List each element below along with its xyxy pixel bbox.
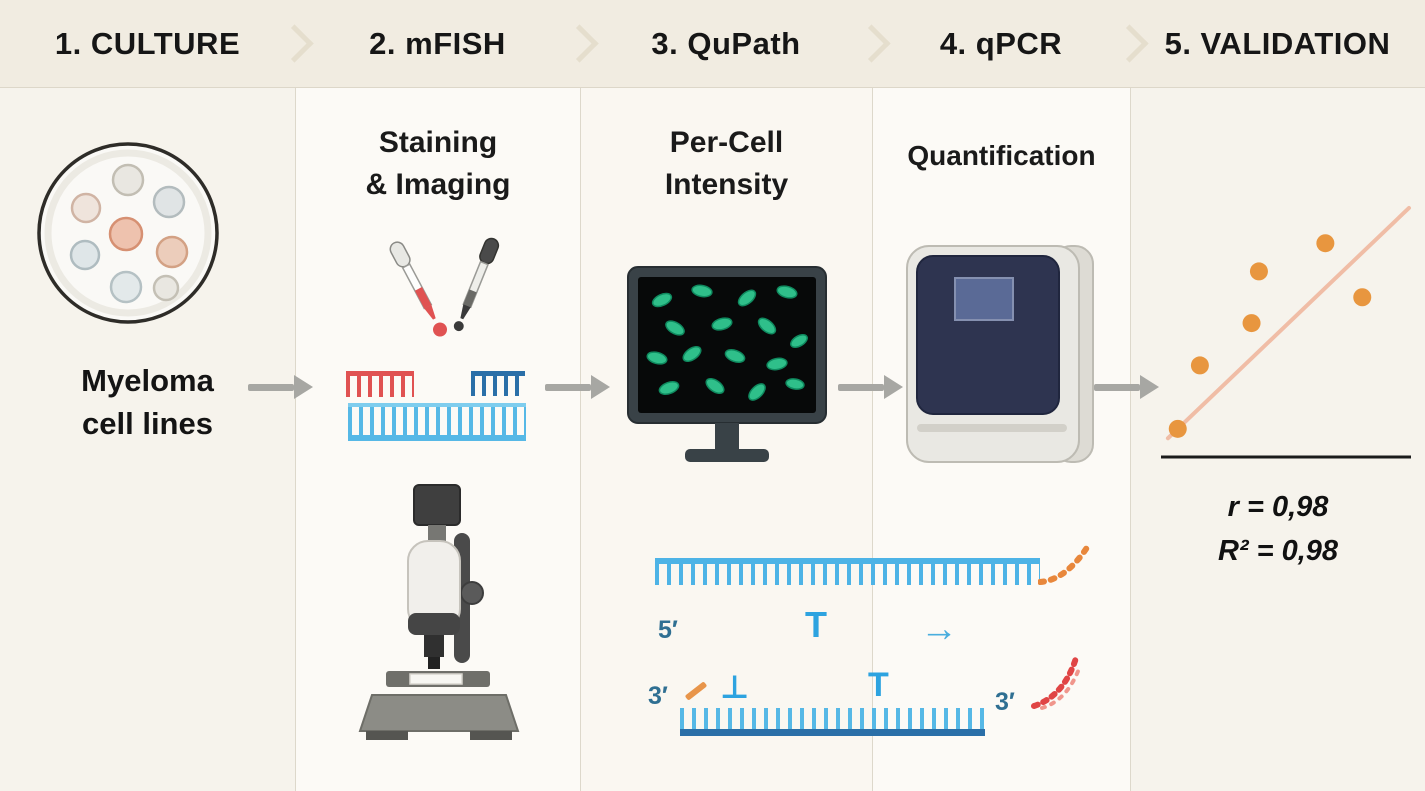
- step-label: 2. mFISH: [369, 25, 506, 61]
- scatter-point: [1168, 419, 1187, 438]
- qupath-subtitle-line2: Intensity: [664, 168, 789, 201]
- step-title-qpcr: 4. qPCR: [872, 0, 1130, 87]
- machine-front-panel: [916, 255, 1060, 415]
- arrow-shaft: [1094, 383, 1140, 391]
- qupath-subtitle-line1: Per-Cell: [669, 126, 784, 159]
- navy-probe-comb: [471, 371, 525, 396]
- culture-caption-line1: Myeloma: [81, 363, 214, 398]
- flow-arrow-1: [248, 375, 313, 399]
- column-qupath: Per-Cell Intensity: [580, 88, 872, 791]
- column-validation: r = 0,98 R² = 0,98: [1130, 88, 1425, 791]
- column-culture: Myeloma cell lines: [0, 88, 295, 791]
- r-squared-value: R² = 0,98: [1217, 534, 1339, 567]
- red-primer-curl: [1031, 655, 1082, 710]
- step-title-culture: 1. CULTURE: [0, 0, 295, 87]
- column-qpcr: Quantification: [872, 88, 1130, 791]
- arrow-head-icon: [884, 375, 903, 399]
- arrow-shaft: [248, 383, 294, 391]
- primer-extension-diagram: 5′ T → 3′ ⊥ T 3′: [640, 540, 1110, 770]
- petri-dish-illustration: [37, 142, 219, 324]
- flow-arrow-2: [545, 375, 610, 399]
- monitor-illustration: [627, 266, 827, 462]
- monitor-base: [685, 449, 769, 462]
- culture-caption: Myeloma cell lines: [0, 360, 295, 446]
- step-title-mfish: 2. mFISH: [295, 0, 580, 87]
- qpcr-subtitle: Quantification: [907, 140, 1096, 171]
- step-title-qupath: 3. QuPath: [580, 0, 872, 87]
- arrow-shaft: [545, 383, 591, 391]
- trendline: [1165, 205, 1411, 441]
- machine-screen: [954, 277, 1014, 321]
- mfish-subtitle-line2: & Imaging: [365, 168, 511, 201]
- dna-probe-illustration: [346, 371, 531, 443]
- red-probe-comb: [346, 371, 414, 397]
- probe-top-symbol: T: [805, 604, 827, 645]
- orange-primer-curl: [1038, 543, 1091, 585]
- probe-inverted-symbol: ⊥: [720, 669, 750, 705]
- template-strand-bottom: [680, 708, 985, 736]
- extension-arrow-icon: →: [920, 608, 958, 650]
- scatter-point: [1242, 314, 1261, 333]
- template-strand-top: [655, 558, 1040, 585]
- scatter-point: [1190, 356, 1209, 375]
- step-label: 4. qPCR: [939, 25, 1063, 61]
- culture-caption-line2: cell lines: [82, 405, 213, 441]
- three-prime-left-label: 3′: [648, 682, 668, 710]
- arrow-head-icon: [294, 375, 313, 399]
- pipettes-illustration: [389, 237, 500, 337]
- step-title-validation: 5. VALIDATION: [1130, 0, 1425, 87]
- mfish-subtitle: Staining & Imaging: [296, 122, 580, 206]
- dna-ladder: [348, 403, 526, 441]
- qpcr-machine-illustration: [906, 245, 1094, 463]
- arrow-head-icon: [591, 375, 610, 399]
- step-label: 3. QuPath: [651, 25, 801, 61]
- fluorescent-cells: [646, 284, 808, 401]
- flow-arrow-4: [1094, 375, 1159, 399]
- mfish-subtitle-line1: Staining: [378, 126, 498, 159]
- columns: Myeloma cell lines Staining & Imaging: [0, 88, 1425, 791]
- r-value: r = 0,98: [1227, 491, 1329, 523]
- validation-scatter: [1161, 205, 1411, 459]
- flow-arrow-3: [838, 375, 903, 399]
- scatter-point: [1249, 262, 1268, 281]
- scatter-point: [1316, 234, 1335, 253]
- orange-primer-tick: [684, 681, 708, 701]
- scatter-point: [1353, 288, 1372, 307]
- arrow-shaft: [838, 383, 884, 391]
- step-label: 5. VALIDATION: [1164, 25, 1391, 61]
- five-prime-label: 5′: [658, 616, 678, 644]
- step-label: 1. CULTURE: [54, 25, 241, 61]
- correlation-stats: r = 0,98 R² = 0,98: [1131, 486, 1425, 573]
- probe-bottom-symbol: T: [868, 666, 889, 704]
- three-prime-right-label: 3′: [995, 688, 1015, 716]
- qupath-subtitle: Per-Cell Intensity: [581, 122, 872, 206]
- microscope-illustration: [358, 484, 520, 740]
- arrow-head-icon: [1140, 375, 1159, 399]
- column-mfish: Staining & Imaging: [295, 88, 580, 791]
- step-header: 1. CULTURE 2. mFISH 3. QuPath 4. qPCR 5.…: [0, 0, 1425, 88]
- monitor-stand: [715, 423, 739, 449]
